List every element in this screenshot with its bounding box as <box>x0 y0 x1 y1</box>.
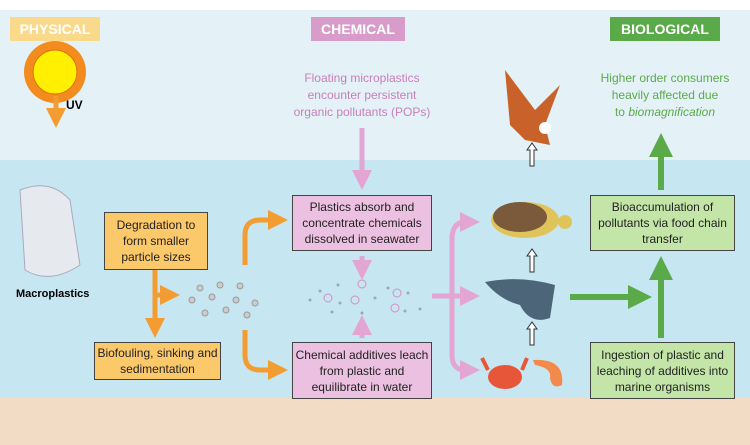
leach-box: Chemical additives leach from plastic an… <box>292 342 432 399</box>
physical-header: PHYSICAL <box>10 17 100 41</box>
uv-label: UV <box>66 98 83 112</box>
microplastic-particles <box>188 281 259 319</box>
shrimp-icon <box>533 359 563 387</box>
chemical-particles <box>308 279 422 315</box>
ingestion-box: Ingestion of plastic and leaching of add… <box>590 342 735 399</box>
sun-icon <box>24 41 86 103</box>
absorb-box: Plastics absorb and concentrate chemical… <box>292 195 432 251</box>
degradation-box: Degradation to form smaller particle siz… <box>104 212 208 270</box>
biological-header: BIOLOGICAL <box>610 17 720 41</box>
crab-icon <box>480 357 529 389</box>
biofouling-box: Biofouling, sinking and sedimentation <box>94 342 221 380</box>
eagle-icon <box>505 70 560 145</box>
bioaccumulation-box: Bioaccumulation of pollutants via food c… <box>590 195 735 251</box>
turtle-icon <box>491 202 572 238</box>
stingray-icon <box>485 279 555 320</box>
macroplastics-label: Macroplastics <box>16 288 90 300</box>
chemical-header: CHEMICAL <box>311 17 405 41</box>
plastic-bag-icon <box>19 185 81 277</box>
seabed-background <box>0 398 750 445</box>
